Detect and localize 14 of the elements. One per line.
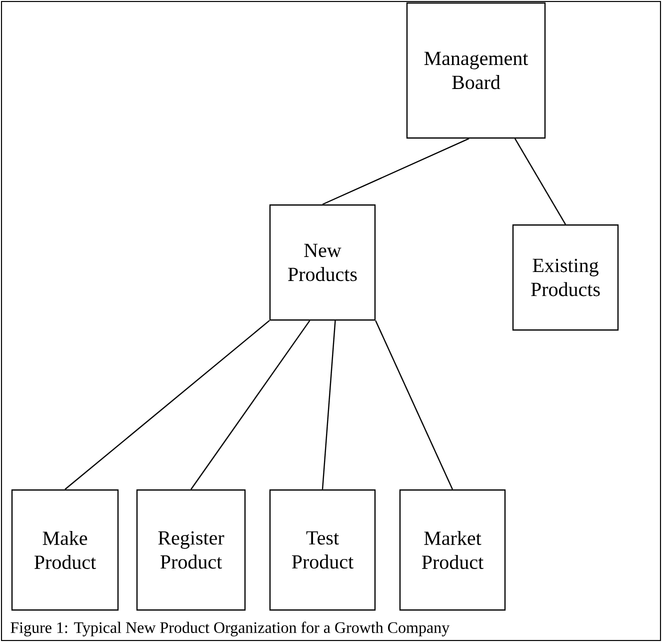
connector-line xyxy=(64,320,270,490)
connector-line xyxy=(190,320,310,490)
connector-line xyxy=(514,138,566,225)
org-box: Existing Products xyxy=(512,224,619,331)
org-box: Make Product xyxy=(11,489,119,611)
connector-line xyxy=(375,320,454,490)
org-box: Management Board xyxy=(406,2,546,139)
connector-line xyxy=(322,138,470,205)
org-box: Test Product xyxy=(269,489,376,611)
org-box: New Products xyxy=(269,204,376,321)
org-box: Market Product xyxy=(399,489,506,611)
connector-line xyxy=(322,320,336,490)
caption: Figure 1: Typical New Product Organization for a Growth Company xyxy=(10,622,450,636)
org-box: Register Product xyxy=(136,489,246,611)
